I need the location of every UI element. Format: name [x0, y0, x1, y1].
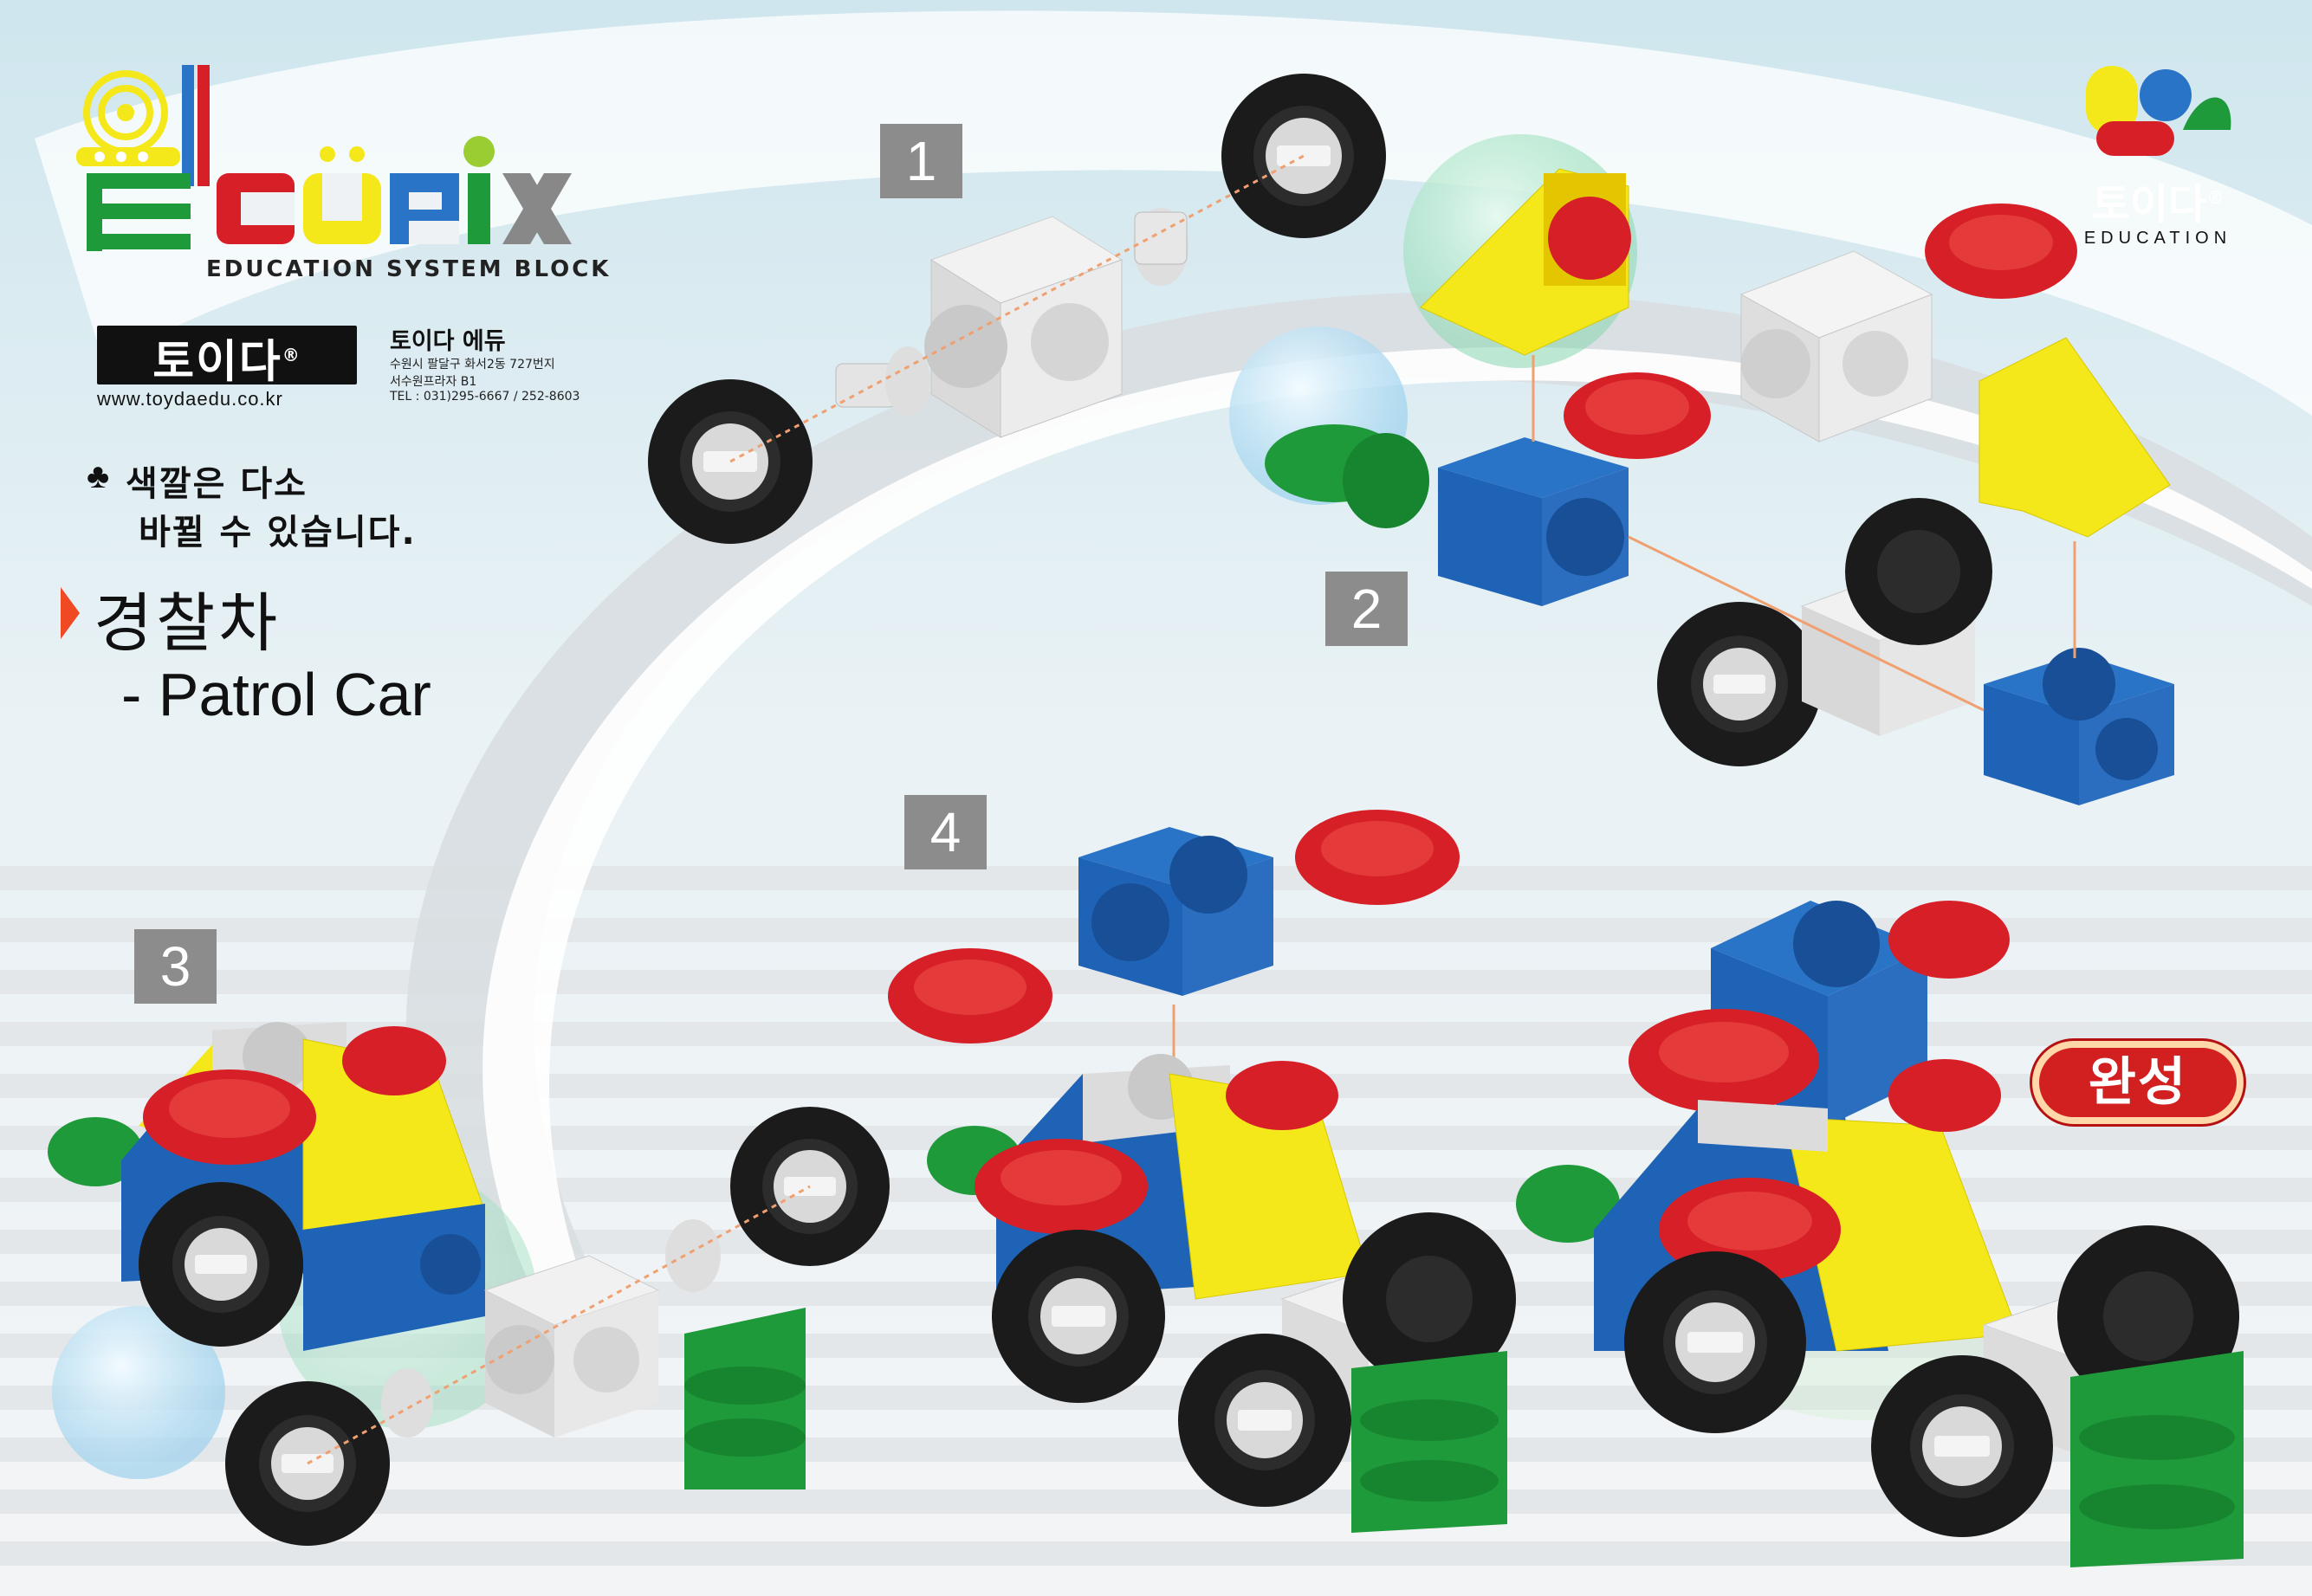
step-badge-4: 4 [904, 795, 987, 869]
publisher-building: 서수원프라자 B1 [390, 375, 477, 389]
brand-subtitle: EDUCATION SYSTEM BLOCK [206, 256, 612, 282]
publisher-address: 수원시 팔달구 화서2동 727번지 [390, 358, 555, 372]
club-icon: ♣ [87, 457, 110, 495]
publisher-tel: TEL : 031)295-6667 / 252-8603 [390, 390, 580, 404]
publisher-logo-text: 토이다 [152, 336, 282, 389]
step-badge-2: 2 [1325, 572, 1408, 646]
step2-illustration [1265, 168, 2174, 805]
corner-brand-reg: ® [2206, 187, 2225, 208]
curix-logo-art [76, 65, 572, 251]
triangle-bullet-icon [61, 587, 80, 639]
publisher-name: 토이다 에듀 [390, 328, 506, 355]
corner-brand-name: 토이다 [2091, 180, 2207, 229]
model-name-korean: 경찰차 [94, 586, 282, 661]
step1-illustration [648, 74, 1386, 544]
step-badge-1: 1 [880, 124, 962, 198]
complete-illustration [1516, 901, 2244, 1567]
corner-brand-art [2086, 66, 2231, 156]
publisher-reg-mark: ® [282, 345, 301, 365]
corner-brand-text: 토이다® [2069, 170, 2247, 230]
publisher-logo: 토이다® [97, 326, 357, 388]
step-badge-3: 3 [134, 929, 217, 1004]
complete-badge: 완성 [2032, 1041, 2244, 1124]
notice-line1: 색깔은 다소 [126, 464, 308, 504]
notice-line2: 바뀔 수 있습니다. [139, 513, 417, 552]
step4-illustration [888, 810, 1516, 1533]
corner-brand-sub: EDUCATION [2083, 229, 2232, 248]
publisher-url: www.toydaedu.co.kr [97, 388, 283, 410]
step3-illustration [48, 1022, 890, 1546]
model-name-english: - Patrol Car [121, 661, 431, 728]
